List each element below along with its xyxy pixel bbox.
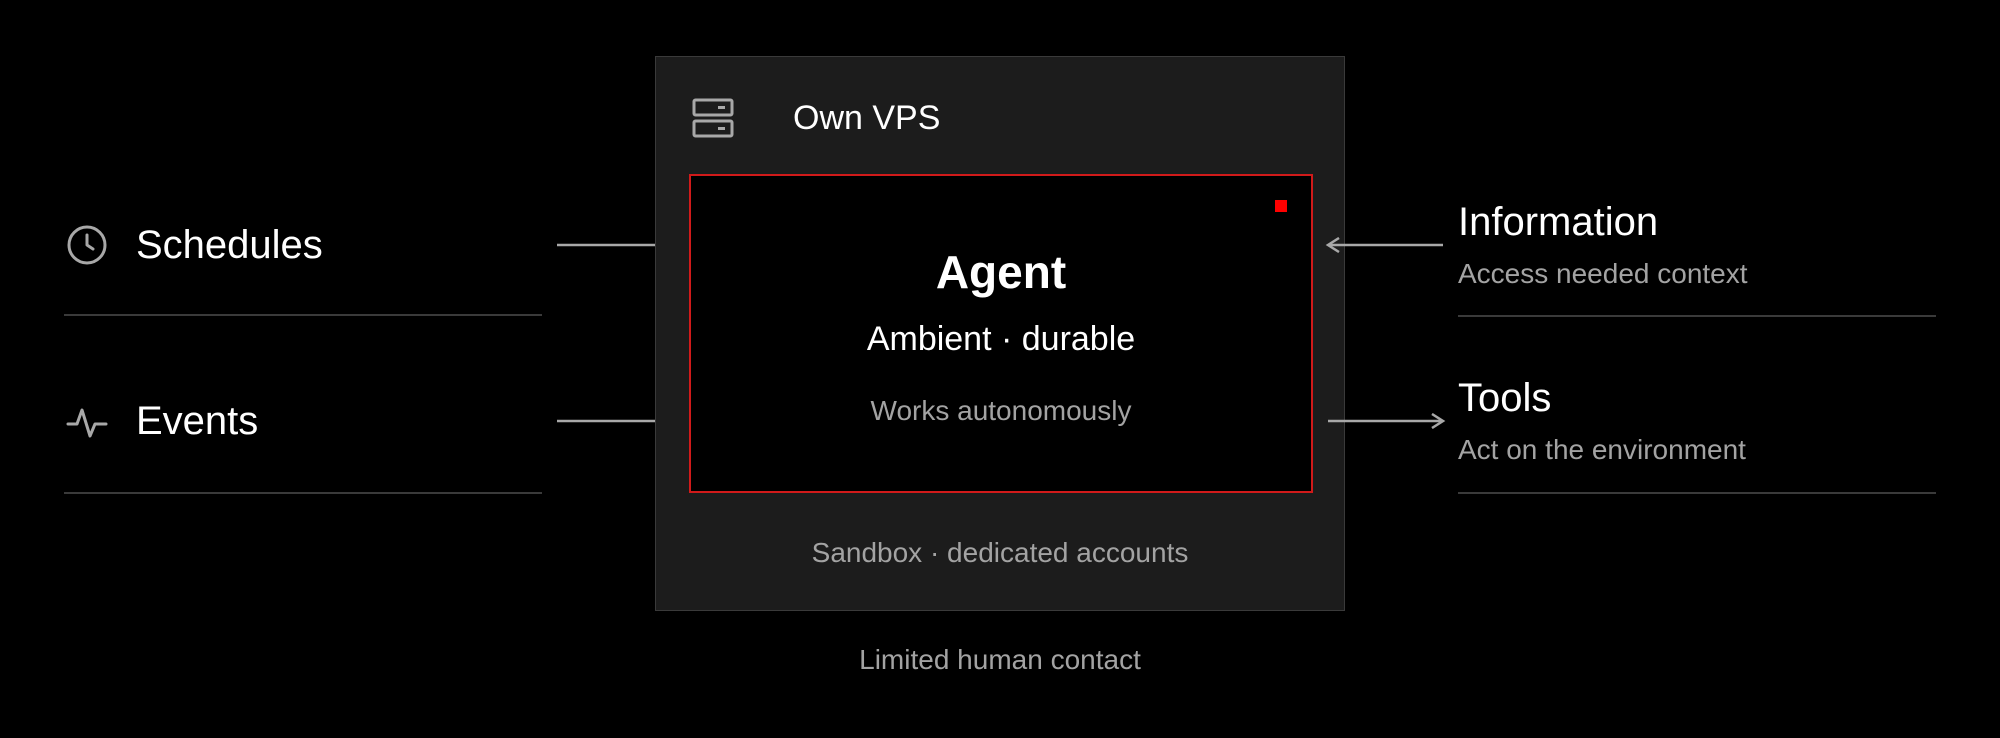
vps-title: Own VPS [793,99,941,137]
agent-subtitle: Ambient · durable [866,320,1136,358]
input-schedules-label: Schedules [136,223,323,267]
output-information-description: Access needed context [1458,258,1748,289]
output-tools-description: Act on the environment [1458,434,1746,465]
input-events-label: Events [136,399,259,443]
vps-container: Own VPS Agent Ambient · durable Works au… [655,56,1345,611]
output-information: Information Access needed context [1458,199,1936,317]
human-contact-label: Limited human contact [859,644,1141,675]
agent-status-indicator [1275,200,1287,212]
activity-icon [64,398,110,444]
input-events: Events [64,398,542,494]
server-icon [692,97,734,139]
output-tools: Tools Act on the environment [1458,375,1936,494]
output-tools-title: Tools [1458,376,1552,420]
vps-footer: Sandbox · dedicated accounts [811,537,1189,568]
agent-box: Agent Ambient · durable Works autonomous… [689,174,1313,493]
clock-icon [64,222,110,268]
arrow-information-to-agent [1325,237,1443,253]
output-information-title: Information [1458,200,1659,244]
input-schedules: Schedules [64,222,542,316]
agent-description: Works autonomously [870,395,1132,426]
arrow-agent-to-tools [1328,413,1446,429]
agent-title: Agent [935,246,1067,298]
